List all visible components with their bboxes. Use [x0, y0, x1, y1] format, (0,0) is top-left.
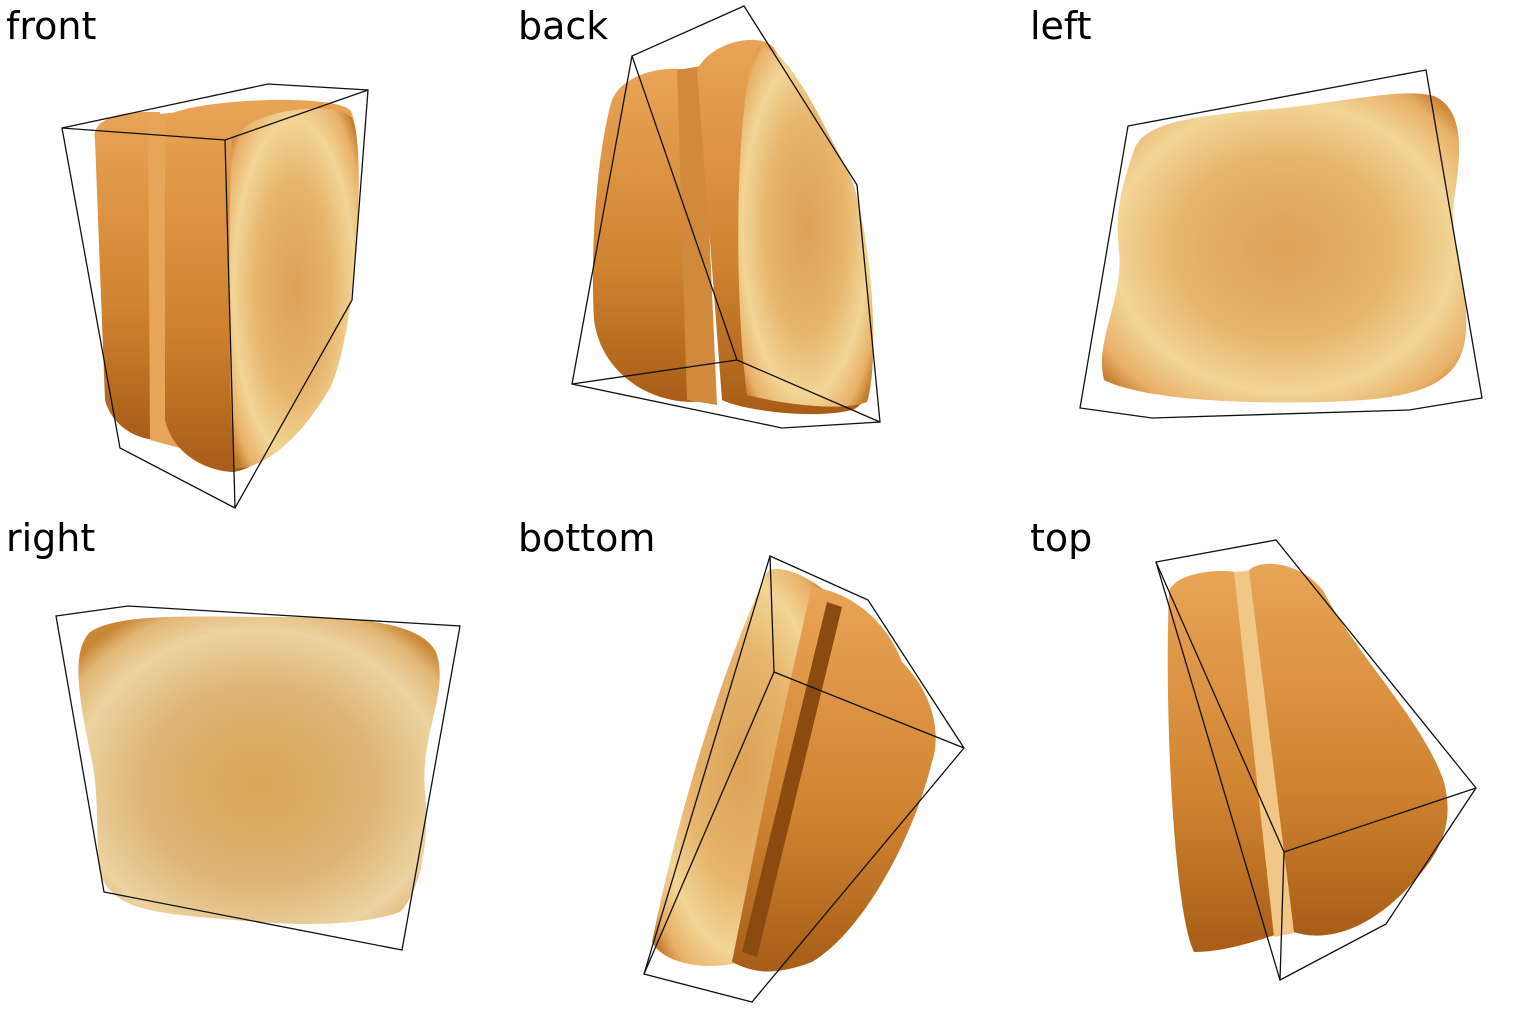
view-panel-back: back	[512, 0, 1024, 512]
view-label: right	[6, 516, 96, 560]
bread-render-left	[1079, 69, 1483, 419]
view-label: front	[6, 4, 97, 48]
bread-render-bottom	[643, 555, 965, 1003]
bread-render-top	[1155, 539, 1477, 981]
view-panel-right: right	[0, 512, 512, 1024]
view-panel-bottom: bottom	[512, 512, 1024, 1024]
view-label: left	[1030, 4, 1092, 48]
view-label: back	[518, 4, 609, 48]
view-panel-top: top	[1024, 512, 1536, 1024]
bread-render-right	[55, 605, 461, 951]
bread-render-front	[61, 83, 369, 509]
bread-render-back	[571, 5, 881, 429]
view-panel-left: left	[1024, 0, 1536, 512]
view-label: top	[1030, 516, 1093, 560]
view-panel-front: front	[0, 0, 512, 512]
view-label: bottom	[518, 516, 656, 560]
